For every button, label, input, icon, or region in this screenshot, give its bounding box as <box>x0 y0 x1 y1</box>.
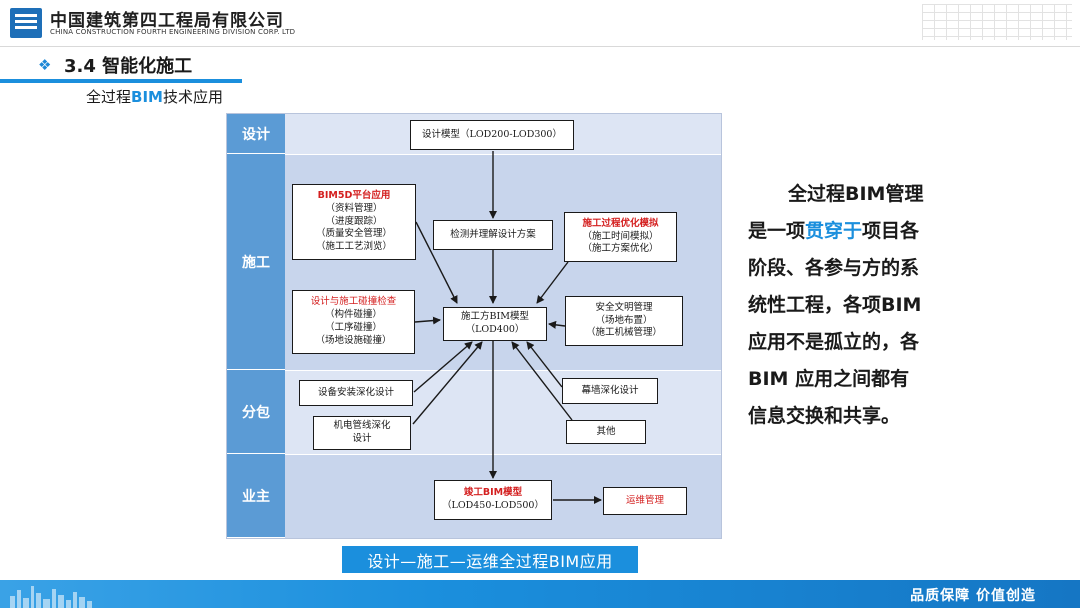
center-model-title: 施工方BIM模型 <box>461 311 529 323</box>
safety-item: （施工机械管理） <box>585 327 662 339</box>
bim5d-item: （进度跟踪） <box>325 215 383 227</box>
ops-text: 运维管理 <box>625 494 664 506</box>
process-optimization-box: 施工过程优化模拟 （施工时间模拟） （施工方案优化） <box>564 212 677 262</box>
bim5d-item: （资料管理） <box>325 202 383 214</box>
clash-item: （工序碰撞） <box>324 322 382 333</box>
safety-management-box: 安全文明管理 （场地布置） （施工机械管理） <box>565 296 683 346</box>
band-separator <box>285 370 721 371</box>
mep-line1: 机电管线深化 <box>333 420 391 432</box>
clash-item: （场地设施碰撞） <box>315 334 392 346</box>
city-skyline-icon <box>10 586 92 608</box>
clash-item: （构件碰撞） <box>324 309 382 321</box>
side-line-post: 项目各 <box>862 220 920 242</box>
safety-item: （场地布置） <box>595 314 653 326</box>
side-description: 全过程BIM管理 是一项贯穿于项目各 阶段、各参与方的系 统性工程，各项BIM … <box>748 176 970 435</box>
diamond-bullet-icon: ❖ <box>38 56 52 74</box>
band-separator <box>285 454 721 455</box>
curtain-wall-box: 幕墙深化设计 <box>562 378 658 404</box>
bim5d-box: BIM5D平台应用 （资料管理） （进度跟踪） （质量安全管理） （施工工艺浏览… <box>292 184 416 260</box>
bim5d-item: （施工工艺浏览） <box>315 241 392 253</box>
side-line: 全过程BIM管理 <box>788 183 924 205</box>
bim5d-item: （质量安全管理） <box>315 228 392 240</box>
clash-check-box: 设计与施工碰撞检查 （构件碰撞） （工序碰撞） （场地设施碰撞） <box>292 290 415 354</box>
header-divider <box>0 46 1080 47</box>
side-line: 阶段、各参与方的系 <box>748 257 920 279</box>
subtitle-pre: 全过程 <box>86 88 132 106</box>
side-line-pre: 是一项 <box>748 220 806 242</box>
subtitle-highlight: BIM <box>131 88 163 106</box>
band-label-construction: 施工 <box>227 154 285 370</box>
band-label-subcontract: 分包 <box>227 370 285 454</box>
side-line: 是一项贯穿于项目各 <box>748 213 970 250</box>
company-name-cn: 中国建筑第四工程局有限公司 <box>50 11 284 31</box>
asbuilt-lod: （LOD450-LOD500） <box>442 500 544 511</box>
subtitle-post: 技术应用 <box>162 88 223 106</box>
grid-decoration <box>922 4 1072 40</box>
mep-line2: 设计 <box>352 433 372 444</box>
band-label-owner: 业主 <box>227 454 285 538</box>
design-model-box: 设计模型（LOD200-LOD300） <box>410 120 574 150</box>
safety-title: 安全文明管理 <box>595 301 653 313</box>
footer-slogan: 品质保障 价值创造 <box>910 588 1036 604</box>
clash-title: 设计与施工碰撞检查 <box>310 296 397 308</box>
bim-process-diagram: 设计 施工 分包 业主 设计模型（LOD200-LOD300） <box>226 113 722 539</box>
process-opt-item: （施工时间模拟） <box>582 230 659 242</box>
asbuilt-title: 竣工BIM模型 <box>463 487 523 499</box>
bim5d-title: BIM5D平台应用 <box>317 189 391 201</box>
mep-pipeline-box: 机电管线深化 设计 <box>313 416 411 450</box>
other-text: 其他 <box>596 425 616 437</box>
footer-bar <box>0 580 1080 608</box>
side-line: BIM 应用之间都有 <box>748 368 910 390</box>
other-box: 其他 <box>566 420 646 444</box>
company-name-en: CHINA CONSTRUCTION FOURTH ENGINEERING DI… <box>50 28 296 36</box>
design-model-text: 设计模型（LOD200-LOD300） <box>422 128 562 140</box>
section-underline <box>0 79 242 83</box>
construction-bim-model-box: 施工方BIM模型 （LOD400） <box>443 307 547 341</box>
band-separator <box>285 154 721 155</box>
inspect-design-box: 检测并理解设计方案 <box>433 220 553 250</box>
section-title-text: 智能化施工 <box>102 56 193 77</box>
process-opt-title: 施工过程优化模拟 <box>582 217 659 229</box>
side-line: 信息交换和共享。 <box>748 405 901 427</box>
side-line: 应用不是孤立的，各 <box>748 331 920 353</box>
section-subtitle: 全过程BIM技术应用 <box>86 86 223 107</box>
inspect-design-text: 检测并理解设计方案 <box>450 228 536 240</box>
company-logo <box>10 8 42 38</box>
equipment-install-box: 设备安装深化设计 <box>299 380 413 406</box>
equipment-text: 设备安装深化设计 <box>317 386 394 398</box>
diagram-caption: 设计—施工—运维全过程BIM应用 <box>342 546 638 573</box>
section-title: 3.4 智能化施工 <box>64 52 192 78</box>
center-model-lod: （LOD400） <box>465 324 525 335</box>
curtain-text: 幕墙深化设计 <box>581 384 639 396</box>
ops-management-box: 运维管理 <box>603 487 687 515</box>
asbuilt-model-box: 竣工BIM模型 （LOD450-LOD500） <box>434 480 552 520</box>
band-label-design: 设计 <box>227 114 285 154</box>
side-line-highlight: 贯穿于 <box>805 220 863 242</box>
section-number: 3.4 <box>64 56 96 77</box>
side-line: 统性工程，各项BIM <box>748 294 922 316</box>
process-opt-item: （施工方案优化） <box>582 243 659 255</box>
